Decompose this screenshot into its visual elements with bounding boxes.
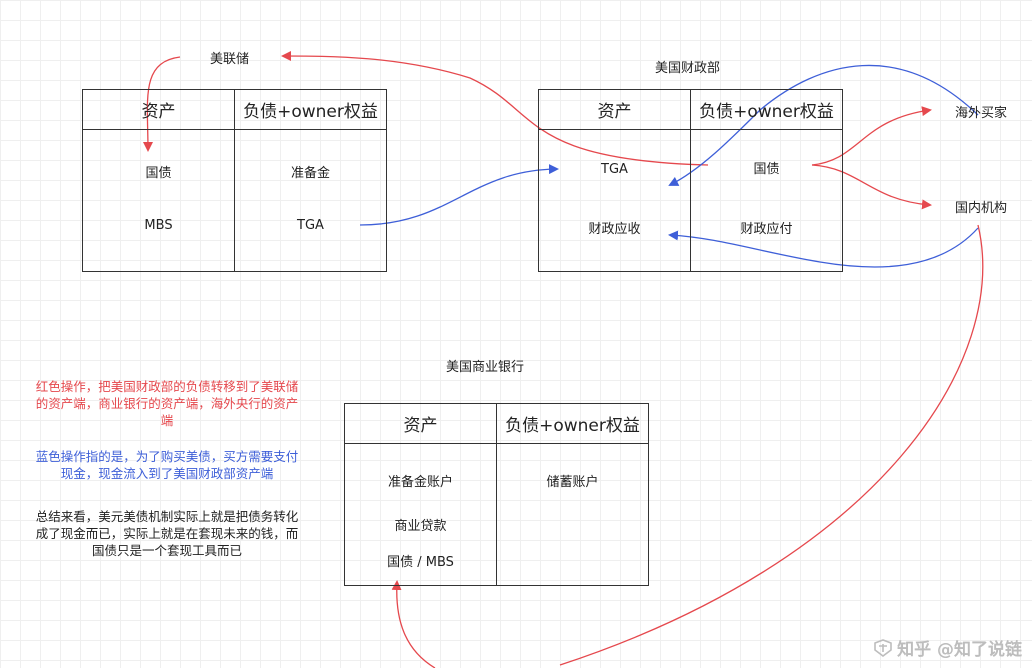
fed-title: 美联储 — [210, 52, 250, 67]
blue-arrow-domestic-cash — [668, 227, 979, 268]
bank-asset-item: 国债 / MBS — [387, 555, 454, 570]
note-red-operation: 红色操作，把美国财政部的负债转移到了美联储的资产端，商业银行的资产端，海外央行的… — [35, 379, 299, 428]
watermark-text: 知乎 @知了说链 — [897, 640, 1022, 660]
fed-liability-item: TGA — [297, 218, 324, 233]
fed-liability-item: 准备金 — [290, 166, 330, 181]
treasury-assets-header: 资产 — [539, 90, 690, 130]
red-arrow-domestic-to-bank — [397, 224, 984, 668]
treasury-liabilities-column: 负债+owner权益 国债 财政应付 — [690, 90, 842, 271]
bank-liabilities-header: 负债+owner权益 — [497, 404, 648, 444]
bank-assets-column: 资产 准备金账户 商业贷款 国债 / MBS — [345, 404, 496, 585]
note-summary: 总结来看，美元美债机制实际上就是把债务转化成了现金而已，实际上就是在套现未来的钱… — [35, 509, 299, 558]
watermark-logo: 知乎 @知了说链 — [873, 635, 1022, 660]
fed-liabilities-column: 负债+owner权益 准备金 TGA — [234, 90, 386, 271]
bank-liability-item: 储蓄账户 — [546, 475, 599, 490]
fed-t-account: 资产 国债 MBS 负债+owner权益 准备金 TGA — [82, 89, 387, 272]
domestic-institutions-label: 国内机构 — [955, 201, 1008, 216]
blue-arrow-tga-transfer — [359, 164, 559, 226]
treasury-liabilities-header: 负债+owner权益 — [691, 90, 842, 130]
treasury-title: 美国财政部 — [655, 61, 721, 76]
note-blue-operation: 蓝色操作指的是，为了购买美债，买方需要支付现金，现金流入到了美国财政部资产端 — [35, 449, 299, 481]
treasury-liability-item: 国债 — [753, 162, 780, 177]
fed-assets-header: 资产 — [83, 90, 234, 130]
blue-arrow-foreign-cash — [668, 64, 979, 186]
treasury-liability-item: 财政应付 — [740, 222, 793, 237]
bank-assets-header: 资产 — [345, 404, 496, 444]
red-arrow-to-foreign — [811, 106, 932, 166]
fed-asset-item: MBS — [144, 218, 173, 233]
bank-asset-item: 准备金账户 — [387, 475, 453, 490]
zhihu-logo-icon — [874, 638, 892, 657]
fed-asset-item: 国债 — [145, 166, 172, 181]
bank-liabilities-column: 负债+owner权益 储蓄账户 — [496, 404, 648, 585]
bank-title: 美国商业银行 — [446, 360, 525, 375]
bank-t-account: 资产 准备金账户 商业贷款 国债 / MBS 负债+owner权益 储蓄账户 — [344, 403, 649, 586]
fed-liabilities-header: 负债+owner权益 — [235, 90, 386, 130]
treasury-assets-column: 资产 TGA 财政应收 — [539, 90, 690, 271]
foreign-buyers-label: 海外买家 — [955, 106, 1008, 121]
red-arrow-treasury-to-fed — [281, 51, 709, 166]
red-arrow-fed-to-bonds — [142, 56, 181, 152]
treasury-t-account: 资产 TGA 财政应收 负债+owner权益 国债 财政应付 — [538, 89, 843, 272]
treasury-asset-item: TGA — [601, 162, 628, 177]
bank-asset-item: 商业贷款 — [394, 519, 447, 534]
treasury-asset-item: 财政应收 — [588, 222, 641, 237]
red-arrow-to-domestic — [811, 164, 932, 210]
fed-assets-column: 资产 国债 MBS — [83, 90, 234, 271]
